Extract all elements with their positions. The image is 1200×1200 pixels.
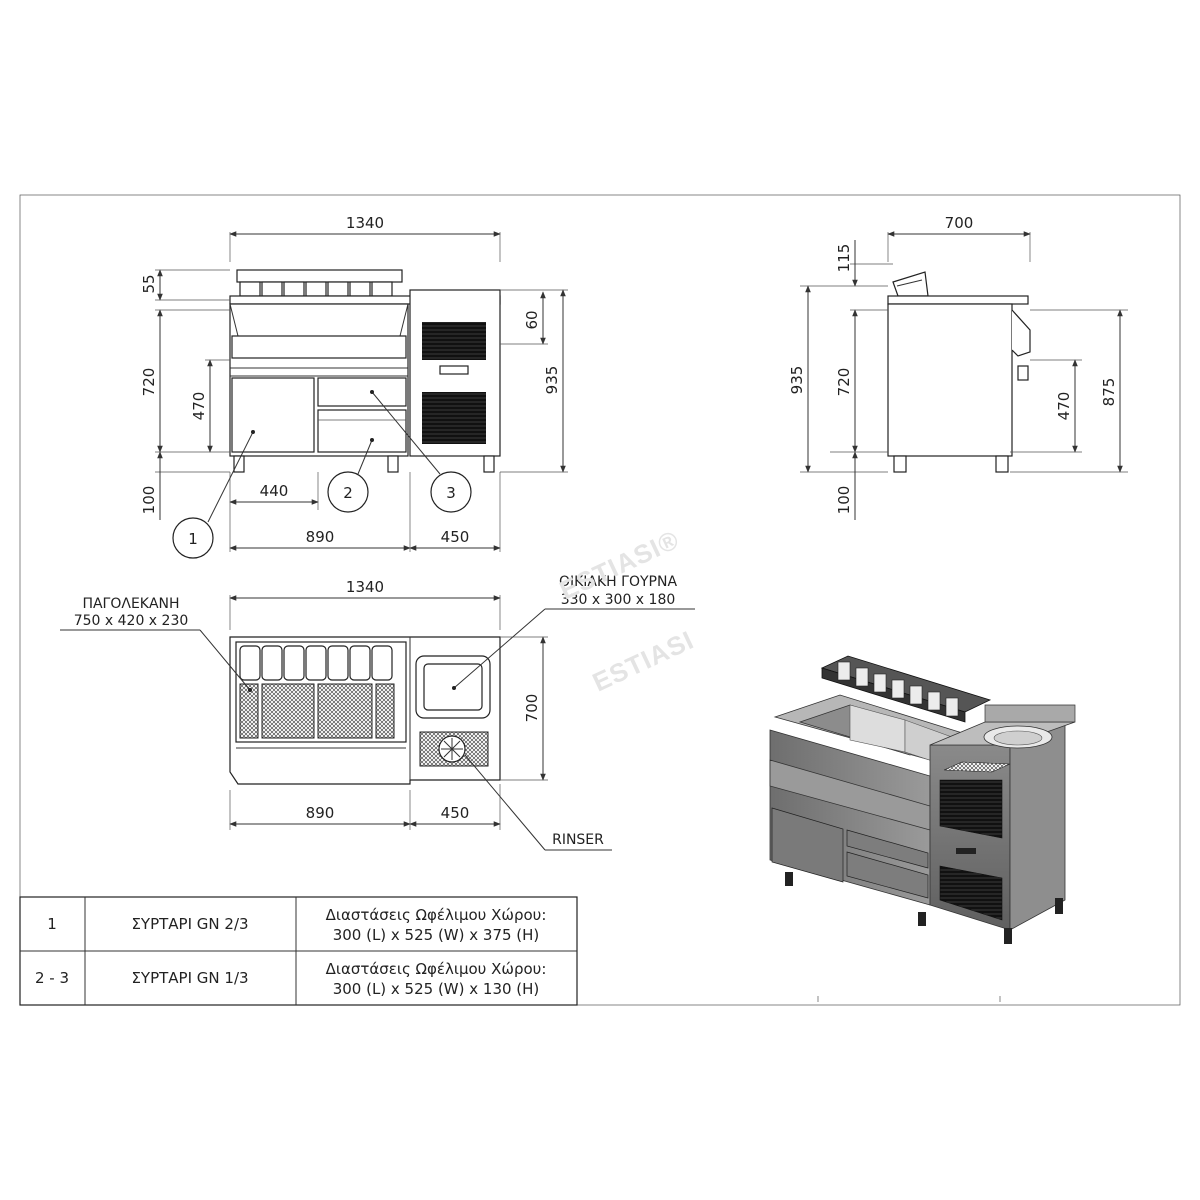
row-2-desc-line2: 300 (L) x 525 (W) x 130 (H) [333, 980, 540, 998]
callout-1-label: 1 [188, 530, 198, 548]
callout-2 [327, 471, 369, 513]
side-dim-body: 875 [1100, 378, 1118, 407]
top-dim-depth: 700 [523, 694, 541, 723]
table-row: 1 ΣΥΡΤΑΡΙ GN 2/3 Διαστάσεις Ωφέλιμου Χώρ… [47, 906, 546, 944]
callout-3 [430, 471, 472, 513]
side-dim-legs: 100 [835, 486, 853, 515]
front-pans [239, 281, 393, 297]
dim-height-total: 935 [543, 366, 561, 395]
watermark-secondary: ESTIASI [588, 625, 699, 698]
top-view: 1340 700 890 450 ΠΑΓΟΛΕΚΑΝΗ 750 x 420 x … [60, 574, 695, 851]
row-1-desc-line2: 300 (L) x 525 (W) x 375 (H) [333, 926, 540, 944]
dim-counter: 720 [140, 368, 158, 397]
table-row: 2 - 3 ΣΥΡΤΑΡΙ GN 1/3 Διαστάσεις Ωφέλιμου… [35, 960, 546, 998]
specs-table: 1 ΣΥΡΤΑΡΙ GN 2/3 Διαστάσεις Ωφέλιμου Χώρ… [19, 896, 578, 1006]
rinser-label: RINSER [552, 832, 604, 848]
ice-bin-dims: 750 x 420 x 230 [74, 613, 189, 629]
side-dim-top: 115 [835, 244, 853, 273]
top-dim-width-right: 450 [441, 804, 470, 822]
top-dim-width-left: 890 [306, 804, 335, 822]
iso-pans [837, 661, 959, 717]
sink-label: ΟΙΚΙΑΚΗ ΓΟΥΡΝΑ [559, 574, 677, 590]
side-dim-drawer: 470 [1055, 392, 1073, 421]
dim-drawer-height: 470 [190, 392, 208, 421]
row-1-item: ΣΥΡΤΑΡΙ GN 2/3 [131, 915, 248, 933]
dim-width-left: 890 [306, 528, 335, 546]
callout-3-label: 3 [446, 484, 456, 502]
row-1-desc-line1: Διαστάσεις Ωφέλιμου Χώρου: [326, 906, 547, 924]
sink-dims: 330 x 300 x 180 [561, 592, 676, 608]
row-1-id: 1 [47, 915, 57, 933]
row-2-item: ΣΥΡΤΑΡΙ GN 1/3 [131, 969, 248, 987]
sheet-border [19, 194, 1181, 1006]
dim-top-offset: 60 [523, 310, 541, 329]
dim-drawer-width: 440 [260, 482, 289, 500]
top-pans [239, 645, 393, 681]
front-view: 1340 55 720 100 470 60 935 440 890 4 [140, 214, 568, 559]
isometric-render [769, 655, 1076, 1002]
dim-legs: 100 [140, 486, 158, 515]
dim-top-rail: 55 [140, 274, 158, 293]
row-2-id: 2 - 3 [35, 969, 69, 987]
callout-1 [172, 517, 214, 559]
dim-width-total: 1340 [346, 214, 384, 232]
side-dim-total: 935 [788, 366, 806, 395]
callout-2-label: 2 [343, 484, 353, 502]
dim-width-right: 450 [441, 528, 470, 546]
top-dim-width-total: 1340 [346, 578, 384, 596]
ice-bin-label: ΠΑΓΟΛΕΚΑΝΗ [82, 596, 179, 612]
side-view: 700 115 935 720 100 470 875 [788, 214, 1128, 520]
side-dim-depth: 700 [945, 214, 974, 232]
side-dim-counter: 720 [835, 368, 853, 397]
row-2-desc-line1: Διαστάσεις Ωφέλιμου Χώρου: [326, 960, 547, 978]
